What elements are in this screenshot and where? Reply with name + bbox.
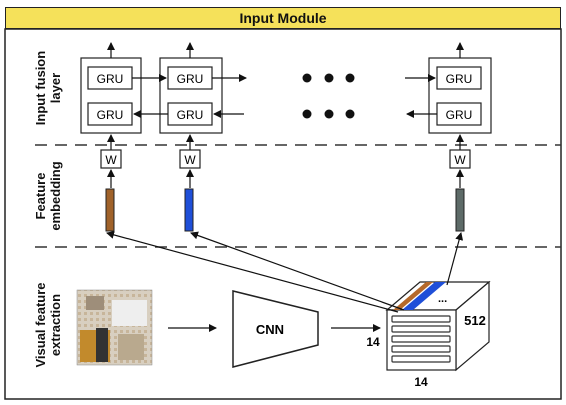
height-label: 14 [366, 335, 380, 349]
gru-label: GRU [97, 108, 124, 122]
gru-label: GRU [446, 108, 473, 122]
feature-tensor: ... 512 14 14 [366, 280, 491, 389]
embedding-column-2: W [179, 134, 201, 232]
gru-label: GRU [177, 108, 204, 122]
feature-vector-1 [105, 188, 115, 232]
fusion-cell-2: GRU GRU [159, 42, 223, 134]
slice-to-vector-2 [190, 231, 405, 311]
slice-to-vector-n [446, 232, 464, 286]
gru-backward-1 [87, 102, 133, 126]
section-label-embedding: Feature embedding [33, 161, 63, 231]
width-label: 14 [414, 375, 428, 389]
weight-box-1 [100, 149, 122, 169]
section-label-extraction: Visual feature extraction [33, 282, 63, 368]
cnn-block [232, 290, 319, 368]
embedding-column-1: W [100, 134, 122, 232]
gru-forward-n [436, 66, 482, 90]
weight-box-n [449, 149, 471, 169]
input-image [76, 289, 153, 366]
weight-label: W [454, 153, 466, 167]
ellipsis-dots [302, 73, 355, 119]
gru-label: GRU [446, 72, 473, 86]
weight-label: W [184, 153, 196, 167]
fusion-cell-1: GRU GRU [80, 42, 142, 134]
weight-label: W [105, 153, 117, 167]
weight-box-2 [179, 149, 201, 169]
embedding-column-n: W [449, 134, 471, 232]
feature-vector-n [455, 188, 465, 232]
cnn-label: CNN [256, 322, 284, 337]
feature-vector-2 [184, 188, 194, 232]
section-label-fusion: Input fusion layer [33, 50, 63, 126]
outer-frame [4, 28, 562, 400]
gru-label: GRU [97, 72, 124, 86]
header-title: Input Module [239, 10, 327, 26]
fusion-cell-n: GRU GRU [428, 42, 492, 134]
tensor-dots-label: ... [438, 293, 447, 305]
depth-label: 512 [464, 313, 486, 328]
slice-to-vector-1 [106, 230, 399, 313]
gru-label: GRU [177, 72, 204, 86]
